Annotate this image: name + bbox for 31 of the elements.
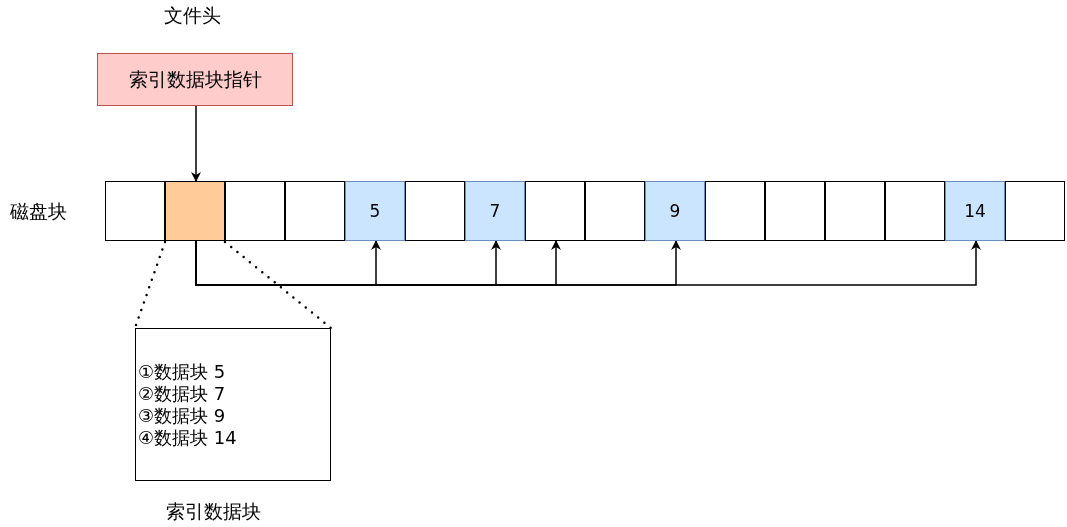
list-item: ③数据块 9 — [138, 404, 226, 427]
disk-block — [345, 181, 405, 241]
disk-block — [705, 181, 765, 241]
row-label: 磁盘块 — [10, 199, 67, 224]
node-label: 索引数据块 — [166, 500, 261, 522]
dotted-line — [223, 240, 333, 330]
heading: 文件头 — [164, 3, 221, 28]
list-item: ①数据块 5 — [138, 360, 226, 383]
disk-block — [885, 181, 945, 241]
arrow — [195, 240, 981, 286]
block-number: 5 — [369, 201, 381, 221]
list-item: ④数据块 14 — [138, 426, 237, 449]
disk-block — [945, 181, 1005, 241]
disk-block — [225, 181, 285, 241]
disk-block — [765, 181, 825, 241]
disk-block — [285, 181, 345, 241]
disk-block — [585, 181, 645, 241]
disk-block — [165, 181, 225, 241]
box-label: 索引数据块指针 — [128, 66, 262, 92]
arrow — [191, 105, 201, 182]
disk-block — [525, 181, 585, 241]
disk-block — [465, 181, 525, 241]
disk-block — [1005, 181, 1065, 241]
block-number: 7 — [489, 201, 501, 221]
block-number: 14 — [964, 201, 986, 221]
disk-block — [105, 181, 165, 241]
list-item: ②数据块 7 — [138, 382, 226, 405]
block-number: 9 — [669, 201, 681, 221]
disk-block — [645, 181, 705, 241]
disk-block — [825, 181, 885, 241]
disk-block — [405, 181, 465, 241]
